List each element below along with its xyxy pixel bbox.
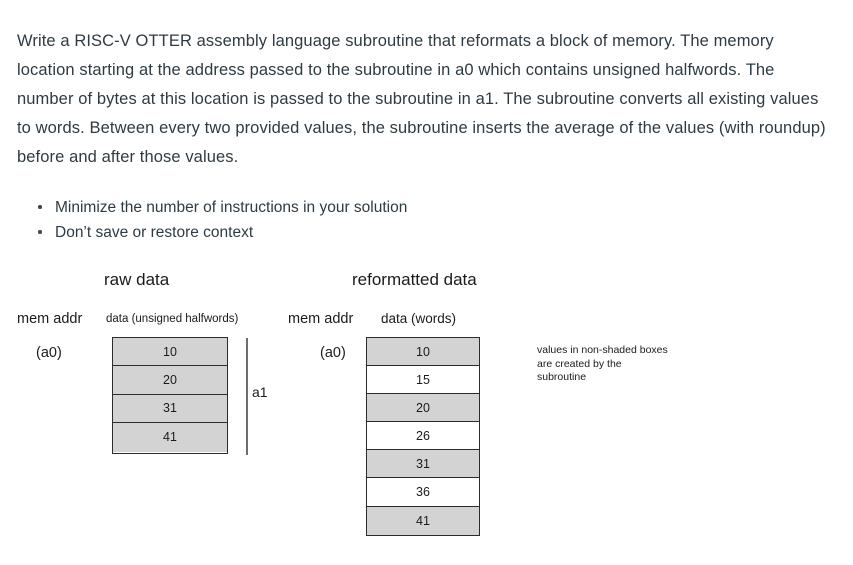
reformatted-data-header: data (words) bbox=[381, 311, 457, 326]
memory-cell: 15 bbox=[367, 366, 479, 395]
memory-cell: 41 bbox=[113, 423, 227, 452]
raw-data-header: data (unsigned halfwords) bbox=[106, 313, 239, 325]
memory-cell: 10 bbox=[367, 338, 479, 367]
raw-mem-addr-header: mem addr bbox=[17, 311, 83, 327]
memory-cell: 20 bbox=[367, 394, 479, 423]
problem-statement-paragraph: Write a RISC-V OTTER assembly language s… bbox=[17, 32, 826, 166]
memory-cell: 26 bbox=[367, 422, 479, 451]
memory-cell: 20 bbox=[113, 366, 227, 395]
requirement-text: Don’t save or restore context bbox=[55, 224, 254, 241]
memory-cell: 41 bbox=[367, 506, 479, 535]
shading-legend-line: are created by the bbox=[537, 357, 622, 370]
reformatted-mem-addr-header: mem addr bbox=[288, 311, 354, 327]
memory-cell: 10 bbox=[113, 338, 227, 367]
a1-span-bar-icon bbox=[246, 338, 249, 455]
raw-base-pointer-label: (a0) bbox=[36, 345, 62, 361]
shading-legend-note: values in non-shaded boxes are created b… bbox=[537, 344, 717, 385]
problem-statement: Write a RISC-V OTTER assembly language s… bbox=[17, 27, 835, 172]
list-item: Minimize the number of instructions in y… bbox=[38, 195, 755, 220]
memory-cell: 36 bbox=[367, 478, 479, 507]
shading-legend-line: subroutine bbox=[537, 371, 587, 383]
requirements-list: Minimize the number of instructions in y… bbox=[17, 195, 755, 245]
a1-span-label: a1 bbox=[252, 384, 268, 400]
memory-cell: 31 bbox=[113, 394, 227, 424]
bullet-icon bbox=[38, 205, 42, 209]
shading-legend-line: values in non-shaded boxes bbox=[537, 344, 668, 356]
bullet-icon bbox=[38, 230, 42, 234]
reformatted-base-pointer-label: (a0) bbox=[320, 345, 346, 361]
reformatted-data-title: reformatted data bbox=[352, 270, 477, 289]
raw-data-title: raw data bbox=[104, 270, 170, 289]
list-item: Don’t save or restore context bbox=[38, 220, 755, 245]
requirement-text: Minimize the number of instructions in y… bbox=[55, 199, 408, 216]
memory-cell: 31 bbox=[367, 450, 479, 479]
